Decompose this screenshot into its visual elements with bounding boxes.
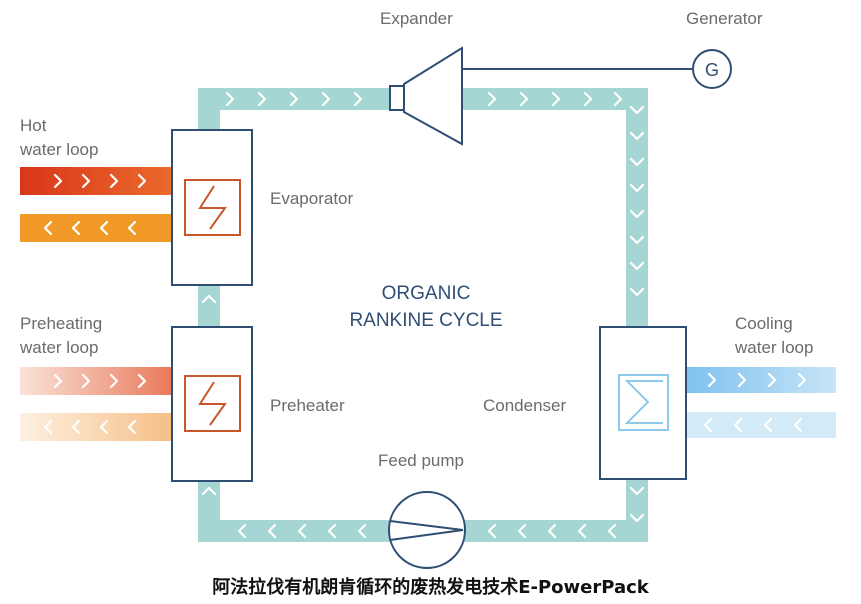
hot-water-return-pipe xyxy=(20,214,172,242)
flow-chevron xyxy=(547,523,557,539)
flow-chevron xyxy=(629,131,645,141)
flow-chevron xyxy=(551,91,561,107)
cooling-return-pipe xyxy=(686,412,836,438)
condenser-box xyxy=(599,326,687,480)
flow-chevron xyxy=(797,372,807,388)
flow-chevron xyxy=(707,372,717,388)
flow-chevron xyxy=(71,419,81,435)
flow-chevron xyxy=(109,373,119,389)
flow-chevron xyxy=(225,91,235,107)
flow-chevron xyxy=(613,91,623,107)
flow-chevron xyxy=(629,209,645,219)
flow-chevron xyxy=(703,417,713,433)
flow-chevron xyxy=(629,261,645,271)
flow-chevron xyxy=(137,173,147,189)
preheater-label: Preheater xyxy=(270,396,345,415)
condenser-coil-icon xyxy=(618,374,669,431)
flow-chevron xyxy=(53,173,63,189)
flow-chevron xyxy=(43,419,53,435)
flow-chevron xyxy=(767,372,777,388)
flow-chevron xyxy=(519,91,529,107)
expander-label: Expander xyxy=(380,9,453,28)
flow-chevron xyxy=(321,91,331,107)
preheating-loop-label-line2: water loop xyxy=(20,338,99,357)
flow-chevron xyxy=(267,523,277,539)
flow-chevron xyxy=(629,105,645,115)
flow-chevron xyxy=(763,417,773,433)
preheating-supply-pipe xyxy=(20,367,172,395)
flow-chevron xyxy=(297,523,307,539)
condenser-label: Condenser xyxy=(483,396,567,415)
flow-chevron xyxy=(629,287,645,297)
flow-chevron xyxy=(629,235,645,245)
flow-chevron xyxy=(353,91,363,107)
flow-chevron xyxy=(99,220,109,236)
flow-chevron xyxy=(137,373,147,389)
preheating-loop-label-line1: Preheating xyxy=(20,314,103,333)
flow-chevron xyxy=(237,523,247,539)
flow-chevron xyxy=(201,486,217,496)
flow-chevron xyxy=(289,91,299,107)
flow-chevron xyxy=(127,220,137,236)
flow-chevron xyxy=(99,419,109,435)
generator-label: Generator xyxy=(686,9,763,28)
flow-chevrons xyxy=(201,91,645,539)
external-loop-chevrons xyxy=(43,173,807,435)
flow-chevron xyxy=(357,523,367,539)
flow-chevron xyxy=(71,220,81,236)
flow-chevron xyxy=(607,523,617,539)
flow-chevron xyxy=(629,183,645,193)
flow-chevron xyxy=(629,513,645,523)
generator-symbol xyxy=(692,49,732,89)
cycle-title-line2: RANKINE CYCLE xyxy=(349,310,503,331)
cooling-loop-label-line1: Cooling xyxy=(735,314,793,333)
generator-letter: G xyxy=(705,60,719,80)
feed-pump-label: Feed pump xyxy=(378,451,464,470)
flow-chevron xyxy=(81,173,91,189)
flow-chevron xyxy=(327,523,337,539)
flow-chevron xyxy=(81,373,91,389)
cooling-loop-label-line2: water loop xyxy=(735,338,814,357)
cycle-title-line1: ORGANIC xyxy=(381,283,471,304)
flow-chevron xyxy=(53,373,63,389)
flow-chevron xyxy=(487,91,497,107)
feed-pump-symbol xyxy=(388,491,466,569)
flow-chevron xyxy=(733,417,743,433)
flow-chevron xyxy=(201,294,217,304)
preheating-return-pipe xyxy=(20,413,172,441)
flow-chevron xyxy=(793,417,803,433)
expander-symbol xyxy=(389,46,463,146)
flow-chevron xyxy=(487,523,497,539)
flow-chevron xyxy=(583,91,593,107)
cooling-supply-pipe xyxy=(686,367,836,393)
flow-chevron xyxy=(577,523,587,539)
hot-loop-label-line2: water loop xyxy=(20,140,99,159)
figure-caption: 阿法拉伐有机朗肯循环的废热发电技术E-PowerPack xyxy=(212,577,649,598)
heat-exchanger-icon xyxy=(184,179,241,236)
flow-chevron xyxy=(109,173,119,189)
flow-chevron xyxy=(257,91,267,107)
flow-chevron xyxy=(517,523,527,539)
flow-chevron xyxy=(737,372,747,388)
flow-chevron xyxy=(43,220,53,236)
hot-loop-label-line1: Hot xyxy=(20,116,47,135)
flow-chevron xyxy=(629,486,645,496)
evaporator-label: Evaporator xyxy=(270,189,354,208)
hot-water-supply-pipe xyxy=(20,167,172,195)
heat-exchanger-icon xyxy=(184,375,241,432)
flow-chevron xyxy=(127,419,137,435)
flow-chevron xyxy=(629,157,645,167)
